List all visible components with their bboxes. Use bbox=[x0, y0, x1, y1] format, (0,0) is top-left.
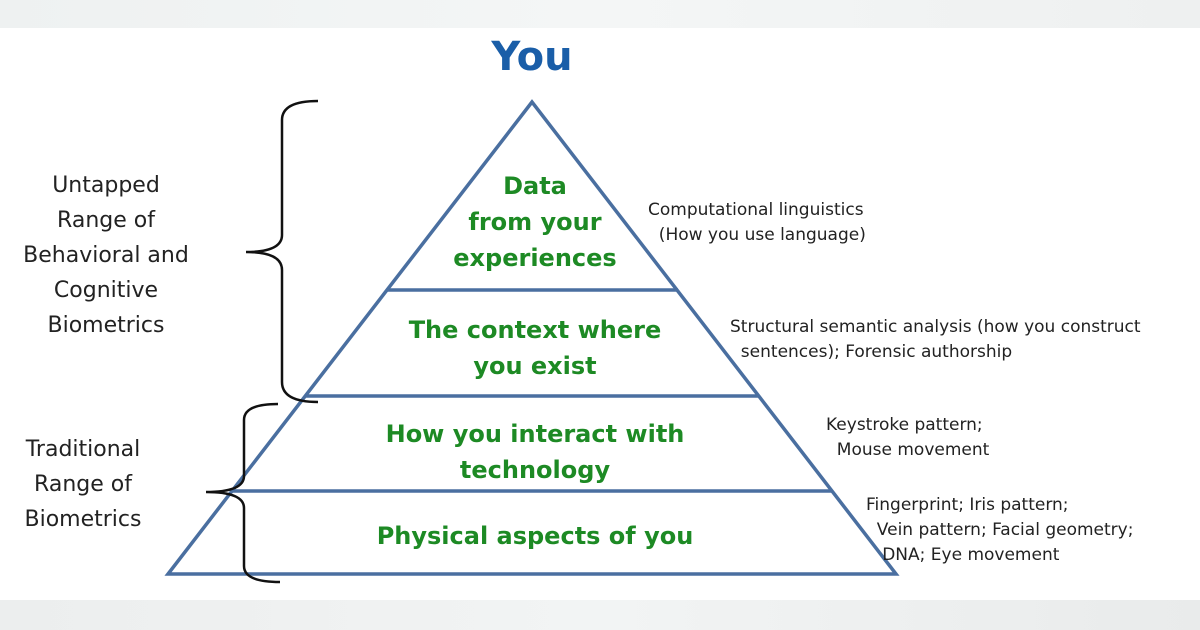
lower-brace bbox=[205, 402, 281, 584]
bottom-band bbox=[0, 600, 1200, 630]
layer-interaction: How you interact with technology bbox=[385, 420, 685, 484]
layer-context: The context where you exist bbox=[408, 316, 662, 380]
layer-experiences: Data from your experiences bbox=[453, 172, 617, 272]
upper-brace bbox=[245, 99, 319, 404]
layer-physical: Physical aspects of you bbox=[376, 522, 694, 550]
note-interaction: Keystroke pattern; Mouse movement bbox=[826, 415, 990, 460]
note-physical: Fingerprint; Iris pattern; Vein pattern;… bbox=[866, 495, 1134, 565]
page-title: You bbox=[491, 34, 573, 80]
lower-range-label: Traditional Range of Biometrics bbox=[24, 437, 142, 532]
note-context: Structural semantic analysis (how you co… bbox=[730, 317, 1141, 362]
pyramid-outline bbox=[164, 99, 900, 576]
note-experiences: Computational linguistics (How you use l… bbox=[648, 200, 866, 245]
upper-range-label: Untapped Range of Behavioral and Cogniti… bbox=[23, 173, 189, 338]
top-band bbox=[0, 0, 1200, 28]
